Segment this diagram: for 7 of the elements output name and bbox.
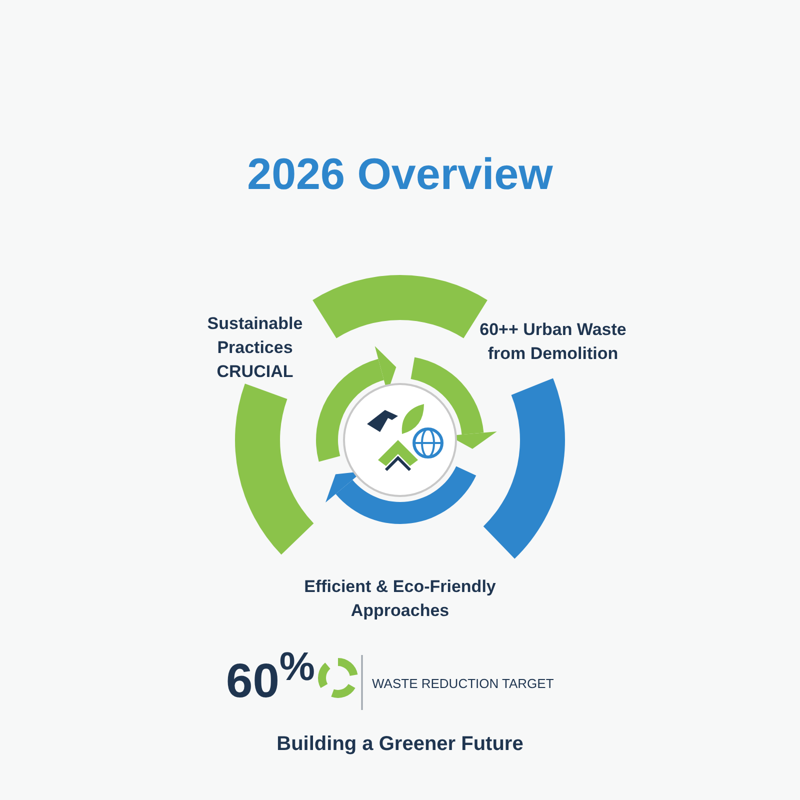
- stat-label: WASTE REDUCTION TARGET: [372, 676, 555, 691]
- tagline: Building a Greener Future: [276, 733, 524, 756]
- title: 2026 Overview: [246, 150, 554, 200]
- stat-number: 60$^{%}$: [225, 645, 315, 709]
- label: Sustainable Practices CRUCIAL: [206, 313, 304, 383]
- label: Efficient & Eco-Friendly Approaches: [303, 576, 497, 622]
- label: 60++ Urban Waste from Demolition: [478, 319, 628, 365]
